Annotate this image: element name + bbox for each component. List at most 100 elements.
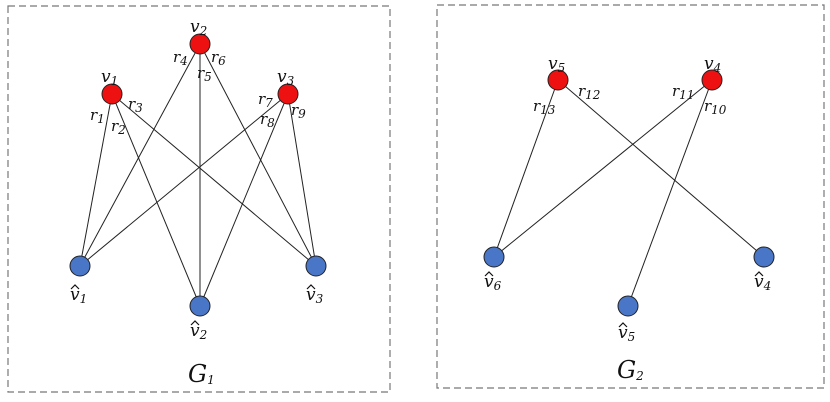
g2-node-label-w5-sub: 5	[628, 330, 636, 344]
g2-edge-v5-w4	[557, 79, 765, 258]
g2-node-label-v5-base: v	[548, 54, 558, 74]
g1-title-base: G	[188, 360, 207, 388]
g1-edge-label-r3: r3	[128, 95, 143, 115]
g2-title: G2	[617, 356, 644, 384]
g2-node-label-w6: v6	[484, 272, 502, 293]
g1-edge-label-r2-sub: 2	[117, 123, 126, 137]
g1-edge-v1-w3	[111, 93, 317, 267]
g2-node-label-v4-base: v	[704, 54, 714, 74]
g1-node-label-w1: v1	[70, 285, 87, 306]
g1-node-hat-w3	[306, 284, 316, 290]
g1-node-label-w2-base: v	[190, 321, 200, 341]
g1-edge-label-r6-sub: 6	[218, 54, 226, 68]
g2-edge-label-r12: r12	[578, 82, 600, 102]
g2-edge-label-r11: r11	[672, 82, 694, 102]
g1-node-label-w1-base: v	[70, 285, 80, 305]
g1-edge-label-r2-base: r	[111, 117, 119, 135]
g1-edge-v1-w1	[79, 93, 113, 267]
g1-edge-label-r1: r1	[90, 106, 105, 126]
g1-node-w3	[305, 255, 327, 277]
g1-node-v2	[189, 33, 211, 55]
g2-edge-v4-w5	[627, 79, 713, 307]
g1-edge-label-r8: r8	[260, 110, 275, 130]
g1-edge-label-r9-sub: 9	[298, 107, 306, 121]
g2-node-label-v4-sub: 4	[713, 61, 722, 75]
g1-edge-v1-w2	[111, 93, 201, 307]
g2-edge-label-r13: r13	[533, 97, 556, 117]
g1-edge-label-r7-base: r	[258, 90, 266, 108]
g1-node-label-v3: v3	[277, 67, 295, 88]
g1-node-label-w3-sub: 3	[316, 292, 324, 306]
g2-node-label-v4: v4	[704, 54, 721, 75]
g2-node-label-w6-base: v	[484, 272, 494, 292]
g1-edge-v3-w2	[199, 93, 289, 307]
g1-node-label-v2-base: v	[190, 17, 200, 37]
g1-edge-label-r8-base: r	[260, 110, 268, 128]
g1-frame	[7, 5, 391, 393]
g2-edge-v5-w6	[493, 79, 559, 258]
g1-title-sub: 1	[207, 373, 215, 387]
g2-node-label-w4-sub: 4	[763, 279, 772, 293]
g1-edge-label-r9: r9	[291, 101, 306, 121]
g2-node-w6	[483, 246, 505, 268]
g1-edge-label-r7-sub: 7	[265, 96, 273, 110]
g1-node-label-w2-sub: 2	[199, 328, 208, 342]
g1-edge-label-r7: r7	[258, 90, 273, 110]
g2-edge-label-r12-sub: 12	[585, 88, 600, 102]
g2-title-sub: 2	[635, 369, 644, 383]
g1-edge-v3-w3	[287, 93, 317, 267]
g1-edge-v2-w1	[79, 43, 201, 267]
g1-node-label-w3-base: v	[306, 285, 316, 305]
g1-edge-label-r9-base: r	[291, 101, 299, 119]
g2-node-label-w5: v5	[618, 323, 635, 344]
g2-edge-label-r10-base: r	[704, 97, 712, 115]
g2-node-v4	[701, 69, 723, 91]
g2-node-label-v5-sub: 5	[558, 61, 566, 75]
g2-edge-label-r10-sub: 10	[711, 103, 727, 117]
g1-edge-label-r5: r5	[197, 64, 212, 84]
g2-node-hat-w6	[484, 271, 494, 277]
g1-edge-label-r4-base: r	[173, 48, 181, 66]
g2-edge-label-r10: r10	[704, 97, 727, 117]
g2-node-label-w4-base: v	[754, 272, 764, 292]
g1-node-label-v1-sub: 1	[111, 74, 119, 88]
g2-edge-label-r12-base: r	[578, 82, 586, 100]
g1-node-label-v3-base: v	[277, 67, 287, 87]
g1-node-label-w1-sub: 1	[80, 292, 88, 306]
g1-node-hat-w2	[190, 320, 200, 326]
g1-edge-label-r2: r2	[111, 117, 126, 137]
g1-edge-v2-w3	[199, 43, 317, 267]
g2-node-hat-w4	[754, 271, 764, 277]
g2-edge-label-r13-sub: 13	[540, 103, 556, 117]
g1-edge-label-r4: r4	[173, 48, 188, 68]
g1-title: G1	[188, 360, 215, 388]
g1-node-w1	[69, 255, 91, 277]
g2-node-w5	[617, 295, 639, 317]
g1-edge-label-r1-base: r	[90, 106, 98, 124]
g1-node-label-v3-sub: 3	[287, 74, 295, 88]
g1-node-label-w2: v2	[190, 321, 207, 342]
g2-frame	[436, 4, 825, 389]
g2-edge-label-r13-base: r	[533, 97, 541, 115]
g2-node-label-w5-base: v	[618, 323, 628, 343]
g2-node-label-w4: v4	[754, 272, 771, 293]
g1-edge-label-r1-sub: 1	[97, 112, 105, 126]
g2-node-label-v5: v5	[548, 54, 565, 75]
g1-node-w2	[189, 295, 211, 317]
g2-node-w4	[753, 246, 775, 268]
g1-edge-label-r8-sub: 8	[267, 116, 275, 130]
g2-node-hat-w5	[618, 322, 628, 328]
g2-edge-label-r11-sub: 11	[679, 88, 694, 102]
g1-node-v1	[101, 83, 123, 105]
g1-node-label-w3: v3	[306, 285, 324, 306]
g1-node-hat-w1	[70, 284, 80, 290]
g1-edge-label-r5-base: r	[197, 64, 205, 82]
g1-node-label-v1-base: v	[101, 67, 111, 87]
g2-node-v5	[547, 69, 569, 91]
g1-edge-label-r5-sub: 5	[204, 70, 212, 84]
g2-edge-v4-w6	[493, 79, 713, 258]
g1-node-label-v2-sub: 2	[199, 24, 208, 38]
g1-node-label-v1: v1	[101, 67, 118, 88]
g2-node-label-w6-sub: 6	[494, 279, 502, 293]
